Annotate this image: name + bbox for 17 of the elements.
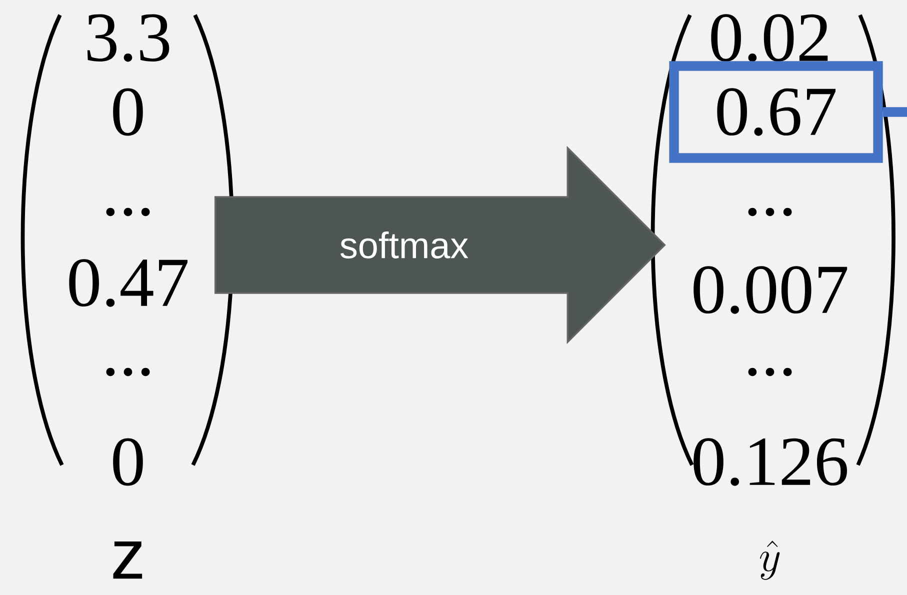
vector-entry: 0.02 xyxy=(711,14,828,62)
vector-entry: ... xyxy=(748,208,792,216)
connector-line xyxy=(882,107,907,117)
vector-entry: 3.3 xyxy=(87,14,170,62)
vector-entry: 0.007 xyxy=(694,266,848,314)
highlight-box: 0.67 xyxy=(669,61,883,163)
edge-label: softmax xyxy=(340,231,468,259)
vector-entry: ... xyxy=(106,208,150,216)
vector-entry: ... xyxy=(748,368,792,376)
vector-entry: 0 xyxy=(113,88,143,136)
vector-entry: ... xyxy=(106,368,150,376)
vector-label: $\hat{y}$ xyxy=(760,540,780,580)
vector-entry: 0.47 xyxy=(69,259,188,307)
vector-entry: 0.126 xyxy=(694,438,847,486)
vector-label: z xyxy=(113,541,142,579)
block-arrow xyxy=(214,146,666,344)
vector-entry: 0 xyxy=(113,438,143,486)
